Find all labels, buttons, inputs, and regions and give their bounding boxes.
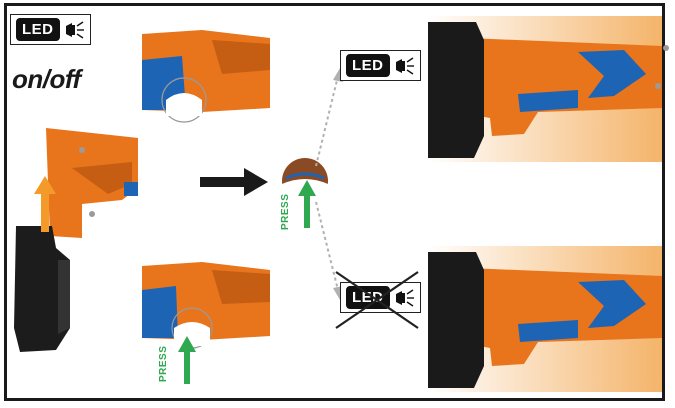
press-arrow-icon-bottom (178, 336, 196, 384)
tool-led-off-image (428, 246, 662, 392)
flashlight-icon (395, 56, 414, 75)
trigger-detail-top-image (142, 30, 270, 123)
to-on-arrow-icon (315, 68, 343, 167)
led-on-label: LED (346, 54, 390, 77)
on-off-title: on/off (12, 64, 81, 94)
cross-icon (335, 271, 419, 329)
flashlight-icon (395, 288, 414, 307)
tool-handle-image (14, 128, 138, 352)
direction-arrow-icon (34, 176, 56, 232)
flashlight-icon (65, 20, 84, 39)
led-legend-badge: LED (10, 14, 91, 45)
press-label-center: PRESS (280, 193, 291, 230)
led-legend-label: LED (16, 18, 60, 41)
press-arrow-icon-center (298, 180, 316, 228)
panel-frame (4, 3, 665, 401)
trigger-detail-bottom-image (142, 262, 270, 349)
led-off-badge: LED (340, 282, 421, 313)
tool-led-on-image (428, 16, 669, 162)
led-on-badge: LED (340, 50, 421, 81)
direction-arrow-icon (200, 168, 268, 196)
press-label-bottom: PRESS (158, 345, 169, 382)
